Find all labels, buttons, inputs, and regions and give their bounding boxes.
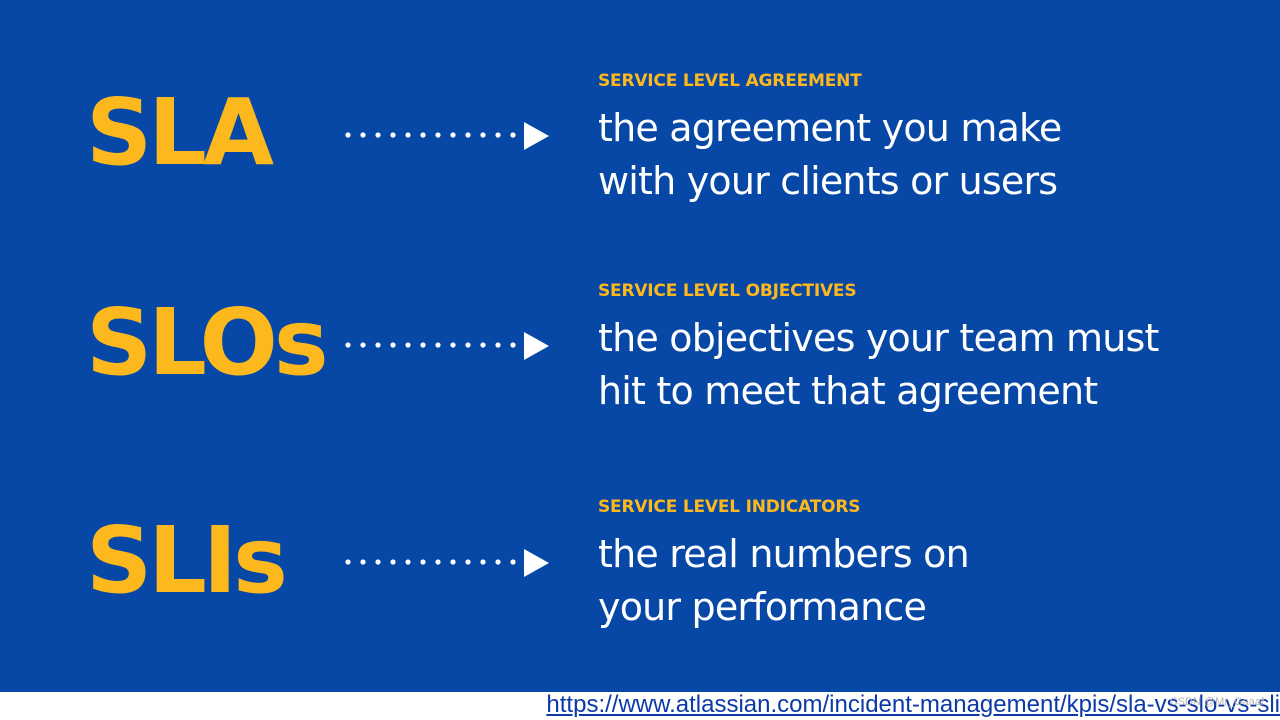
source-link[interactable]: https://www.atlassian.com/incident-manag…: [546, 691, 1280, 718]
sla-description: the agreement you make with your clients…: [598, 102, 1258, 208]
slos-abbreviation: SLOs: [86, 289, 329, 396]
slide: SLA SERVICE LEVEL AGREEMENT the agreemen…: [0, 0, 1280, 692]
dotted-arrow-icon: [345, 122, 549, 150]
watermark: CSDN @Mr_Gaaaf: [1169, 696, 1264, 708]
slos-description-line1: the objectives your team must: [598, 316, 1159, 360]
dotted-arrow-icon: [345, 332, 549, 360]
sla-description-line1: the agreement you make: [598, 106, 1062, 150]
slis-abbreviation: SLIs: [86, 507, 288, 614]
sla-abbreviation: SLA: [86, 79, 274, 186]
slos-description: the objectives your team must hit to mee…: [598, 312, 1258, 418]
slos-description-line2: hit to meet that agreement: [598, 369, 1098, 413]
slis-description: the real numbers on your performance: [598, 528, 1258, 634]
slos-label: SERVICE LEVEL OBJECTIVES: [598, 281, 857, 301]
sla-description-line2: with your clients or users: [598, 159, 1058, 203]
slis-description-line2: your performance: [598, 585, 927, 629]
slis-description-line1: the real numbers on: [598, 532, 970, 576]
dotted-arrow-icon: [345, 549, 549, 577]
sla-label: SERVICE LEVEL AGREEMENT: [598, 71, 862, 91]
slis-label: SERVICE LEVEL INDICATORS: [598, 497, 861, 517]
